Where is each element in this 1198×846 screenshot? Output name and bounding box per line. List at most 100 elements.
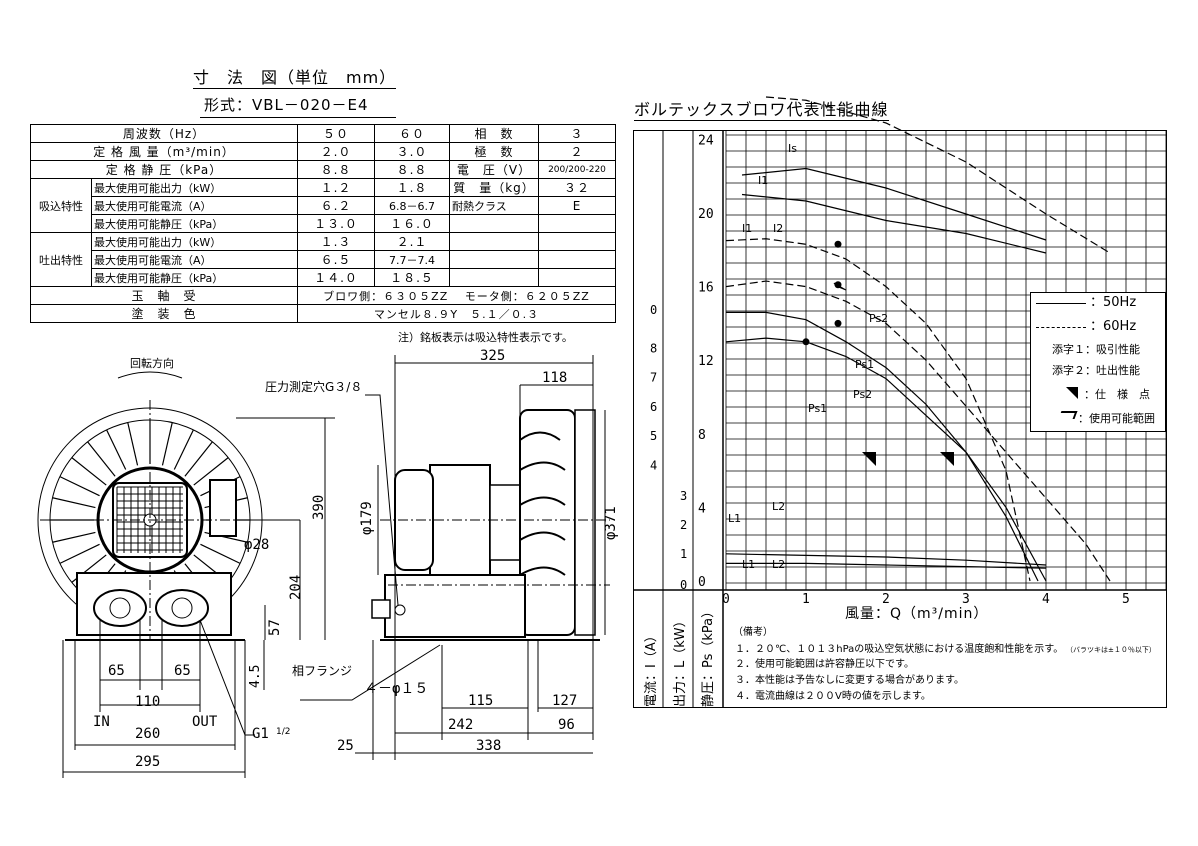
dim-118: 118 <box>542 370 568 386</box>
legend-solid: ：50Hz <box>1090 295 1137 310</box>
note-1: １．２０℃、１０１３hPaの吸込空気状態における温度飽和性能を示す。 <box>735 644 1064 655</box>
drawing-title: 寸 法 図（単位 mm） <box>193 68 397 89</box>
table-row: 周波数（Hz） ５０ ６０ 相 数 ３ <box>30 124 616 143</box>
series-Ps2 <box>725 238 1031 582</box>
dim-127: 127 <box>552 693 578 709</box>
fin <box>52 497 96 509</box>
curve-label: L2 <box>772 558 785 571</box>
x-axis-title: 風量：Q（m³/min） <box>845 606 989 622</box>
series-Ps2 <box>726 311 1039 582</box>
drawing-model: 形式：VBL－020－E4 <box>204 96 369 114</box>
table-cell: 極 数 <box>449 142 539 161</box>
x-tick-label: 3 <box>962 592 970 607</box>
spec-point <box>802 338 810 346</box>
current-tick-label: 6 <box>650 400 657 414</box>
spec-point-marker <box>940 452 954 466</box>
fin <box>87 441 116 477</box>
in-label: IN <box>93 714 110 730</box>
pressure-tick-label: 4 <box>698 501 706 516</box>
legend-line-dashed <box>1036 327 1086 328</box>
spec-table: 周波数（Hz） ５０ ６０ 相 数 ３ 定 格 風 量（m³/min） ２.０ … <box>30 124 616 323</box>
legend-spec-point: ：仕 様 点 <box>1084 388 1150 401</box>
series-I1 <box>741 167 1047 241</box>
table-row: 塗 装 色 マンセル８.９Y ５.１／０.３ <box>30 304 616 323</box>
fin <box>59 476 100 497</box>
curve-label: Is <box>788 142 797 155</box>
fin <box>200 543 241 564</box>
fin <box>161 422 173 466</box>
nameplate-note: 注）銘板表示は吸込特性表示です。 <box>398 331 573 344</box>
table-cell: 耐熱クラス <box>449 196 539 215</box>
dim-65b: 65 <box>174 663 191 679</box>
series-Ps1 <box>725 337 1047 582</box>
x-tick-label: 2 <box>882 592 890 607</box>
table-cell: 相 数 <box>449 124 539 143</box>
table-cell: １８.５ <box>374 268 450 287</box>
power-tick-label: 0 <box>680 578 687 592</box>
holes-label: ４－φ１５ <box>364 681 429 697</box>
flange-label: 相フランジ <box>292 664 353 678</box>
curve-label: Ps2 <box>869 312 888 325</box>
dim-115: 115 <box>468 693 494 709</box>
curve-label: I1 <box>742 222 752 235</box>
table-cell: １.３ <box>297 232 375 251</box>
current-tick-label: 7 <box>650 371 657 385</box>
curve-label: I2 <box>773 222 783 235</box>
series-Is <box>765 96 1111 254</box>
x-tick-label: 0 <box>722 592 730 607</box>
current-tick-label: 4 <box>650 458 657 472</box>
fin <box>106 429 127 470</box>
note-1b: （バラツキは±１０％以下） <box>1066 646 1156 654</box>
pressure-tick-label: 0 <box>698 575 706 590</box>
model-underline <box>200 117 396 118</box>
thread-label: G1 <box>252 726 269 742</box>
dim-phi28: φ28 <box>244 537 270 553</box>
fin <box>173 429 194 470</box>
current-tick-label: 8 <box>650 341 657 355</box>
table-cell: 最大使用可能出力（kW） <box>91 178 298 197</box>
table-cell: 塗 装 色 <box>30 304 298 323</box>
rotation-label: 回転方向 <box>130 357 174 370</box>
legend-suffix2: 添字２：吐出性能 <box>1052 364 1140 377</box>
curve-label: L1 <box>728 512 741 525</box>
fin <box>193 457 229 486</box>
fin <box>59 543 100 564</box>
table-cell: ５０ <box>297 124 375 143</box>
dim-96: 96 <box>558 717 575 733</box>
chart-frame <box>633 130 1167 708</box>
table-cell: ８.８ <box>374 160 450 179</box>
table-row: 吐出特性 最大使用可能出力（kW） １.３ ２.１ <box>30 232 616 287</box>
y-axis-title-current: 電流：I（A） <box>644 629 659 707</box>
table-cell: 最大使用可能出力（kW） <box>91 232 298 251</box>
x-tick-label: 4 <box>1042 592 1050 607</box>
table-cell: ３.０ <box>374 142 450 161</box>
legend-box <box>1030 292 1166 432</box>
fin <box>52 531 96 543</box>
legend-suffix1: 添字１：吸引性能 <box>1052 343 1140 356</box>
pressure-tick-label: 12 <box>698 354 714 369</box>
blower-cover <box>574 409 596 636</box>
table-group-cell: 吐出特性 <box>30 232 92 287</box>
dim-65a: 65 <box>108 663 125 679</box>
dim-242: 242 <box>448 717 474 733</box>
dim-325: 325 <box>480 348 506 364</box>
curve-label: I1 <box>758 174 768 187</box>
power-tick-label: 1 <box>680 547 687 561</box>
pressure-tick-label: 24 <box>698 133 714 148</box>
dim-260: 260 <box>135 726 161 742</box>
spec-point-marker <box>862 452 876 466</box>
outlet-flange <box>155 589 209 627</box>
pressure-tick-label: 16 <box>698 281 714 296</box>
thread-fraction: 1/2 <box>276 727 291 737</box>
dim-338: 338 <box>476 738 502 754</box>
table-row: 最大使用可能静圧（kPa） １３.０ １６.０ <box>31 214 616 233</box>
table-row: 最大使用可能電流（A） ６.２ 6.8－6.7 耐熱クラス E <box>31 196 616 215</box>
table-cell: 周波数（Hz） <box>30 124 298 143</box>
current-tick-label: 5 <box>650 429 657 443</box>
pressure-tick-label: 20 <box>698 207 714 222</box>
curve-label: Ps1 <box>855 358 874 371</box>
outlet-port <box>171 597 193 619</box>
current-tick-label: 0 <box>650 303 657 317</box>
legend-line-solid <box>1036 303 1086 304</box>
